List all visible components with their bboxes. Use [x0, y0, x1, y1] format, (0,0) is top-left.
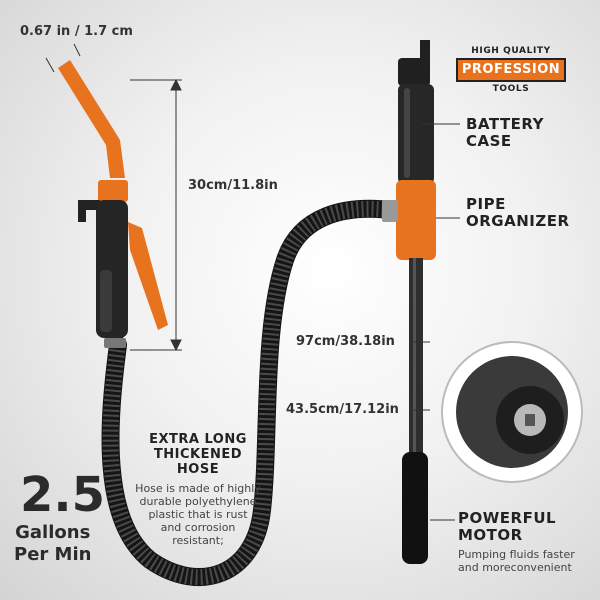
battery-case — [398, 84, 434, 184]
nozzle-grip-texture — [100, 270, 112, 332]
battery-case-highlight — [404, 88, 410, 178]
badge-bottom-text: TOOLS — [492, 84, 530, 94]
nozzle-clamp — [104, 338, 126, 348]
motor-title: POWERFUL MOTOR — [458, 509, 557, 544]
flow-rate-value: 2.5 — [20, 467, 106, 523]
nozzle-collar — [98, 180, 128, 202]
brand-badge: HIGH QUALITY PROFESSION TOOLS — [452, 46, 570, 94]
motor-detail-shaft — [525, 414, 535, 426]
battery-cap-tip — [420, 40, 430, 62]
nozzle-dimension: 0.67 in / 1.7 cm — [20, 24, 133, 39]
height-dimension: 30cm/11.8in — [188, 178, 278, 193]
pipe-organizer — [396, 180, 436, 260]
badge-top-text: HIGH QUALITY — [471, 46, 551, 56]
nozzle-hook — [78, 200, 100, 222]
motor-housing — [402, 452, 428, 564]
hose-title: EXTRA LONG THICKENED HOSE — [149, 432, 247, 477]
nozzle-spout — [58, 60, 125, 178]
pipe-organizer-label: PIPE ORGANIZER — [466, 195, 570, 230]
flow-rate-unit: Gallons Per Min — [14, 522, 92, 565]
dimension-lines — [45, 43, 460, 521]
pump-tube-shine — [413, 258, 416, 453]
hose-length-dimension: 97cm/38.18in — [296, 334, 395, 349]
hose — [101, 199, 399, 586]
battery-case-label: BATTERY CASE — [466, 115, 545, 150]
hose-coupler — [382, 200, 398, 222]
badge-main-text: PROFESSION — [456, 58, 566, 82]
tube-length-dimension: 43.5cm/17.12in — [286, 402, 399, 417]
battery-cap — [398, 58, 430, 86]
hose-description: Hose is made of highly durable polyethyl… — [135, 482, 261, 547]
nozzle-lever — [128, 222, 168, 330]
motor-description: Pumping fluids faster and moreconvenient — [458, 548, 575, 574]
